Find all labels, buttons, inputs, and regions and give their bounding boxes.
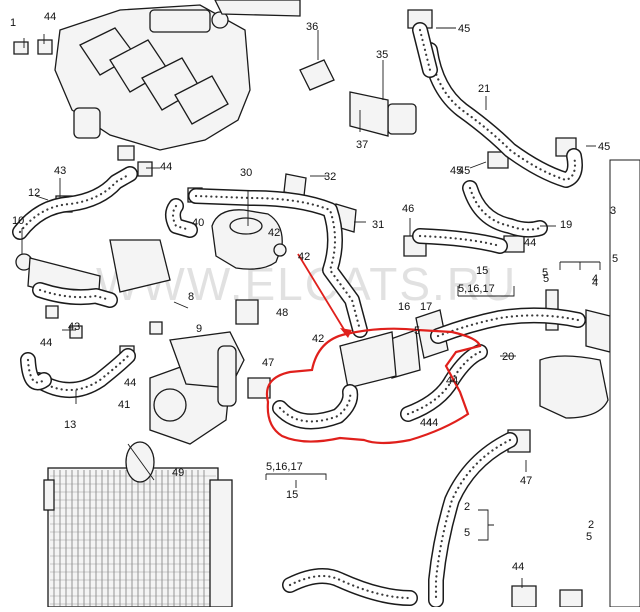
callout-number: 45 — [450, 165, 462, 177]
callout-number: 47 — [262, 357, 274, 369]
callout-number: 46 — [402, 203, 414, 215]
callout-number: 4 — [592, 277, 598, 289]
hose-2 — [428, 432, 518, 608]
callout-number: 13 — [64, 419, 76, 431]
callout-number: 44 — [524, 237, 536, 249]
callout-number: 35 — [376, 49, 388, 61]
coolant-hoses — [12, 22, 586, 608]
callout-number: 48 — [276, 307, 288, 319]
callout-number: 5 — [414, 325, 420, 337]
hose-19b — [412, 228, 508, 254]
callout-number: 44 — [44, 11, 56, 23]
callout-number: 43 — [54, 165, 66, 177]
hose-10 — [32, 282, 118, 308]
callout-number: 44 — [420, 417, 432, 429]
callout-number: 49 — [172, 467, 184, 479]
engine-block — [54, 0, 301, 151]
callout-number: 21 — [478, 83, 490, 95]
callout-number: 2 — [464, 501, 470, 513]
callout-number: 47 — [520, 475, 532, 487]
callout-number: 1 — [10, 17, 16, 29]
hose-clamp — [125, 441, 155, 483]
hose-20 — [430, 307, 586, 344]
callout-number: 42 — [312, 333, 324, 345]
callout-number: 44 — [446, 375, 458, 387]
callout-number: 15 — [286, 489, 298, 501]
hose-12 — [12, 166, 138, 240]
callout-number: 3 — [610, 205, 616, 217]
callout-number: 4 — [592, 273, 598, 285]
callout-number: 40 — [192, 217, 204, 229]
callout-number: 42 — [268, 227, 280, 239]
callout-number: 5 — [542, 267, 548, 279]
hose-21 — [422, 42, 583, 188]
callout-number: 20 — [502, 351, 514, 363]
callout-number: 5 — [464, 527, 470, 539]
callout-number: 17 — [420, 301, 432, 313]
callout-number: 45 — [598, 141, 610, 153]
callout-number: 43 — [68, 321, 80, 333]
radiator — [43, 467, 233, 608]
callout-number: 12 — [28, 187, 40, 199]
hose-15-mid — [400, 344, 488, 422]
callout-number: 44 — [426, 417, 438, 429]
callout-number: 19 — [560, 219, 572, 231]
callout-number: 44 — [124, 377, 136, 389]
callout-number: 44 — [160, 161, 172, 173]
leader-lines — [21, 27, 601, 588]
callout-number: 32 — [324, 171, 336, 183]
hose-top-45 — [412, 22, 438, 78]
callout-number: 8 — [188, 291, 194, 303]
hose-15-left — [272, 384, 359, 430]
callout-number: 42 — [298, 251, 310, 263]
callout-number: 5,16,17 — [458, 283, 495, 295]
callout-number: 45 — [458, 23, 470, 35]
callout-number: 37 — [356, 139, 368, 151]
hose-19 — [462, 180, 548, 238]
callout-number: 30 — [240, 167, 252, 179]
callout-number: 45 — [458, 165, 470, 177]
callout-number: 5 — [586, 531, 592, 543]
callout-number: 2 — [588, 519, 594, 531]
hose-13b — [20, 352, 52, 391]
hose-13 — [30, 348, 136, 398]
side-bar — [609, 159, 640, 608]
callout-number: 41 — [118, 399, 130, 411]
callout-number: 9 — [196, 323, 202, 335]
callout-number: 36 — [306, 21, 318, 33]
callout-number: 44 — [40, 337, 52, 349]
callout-number: 5,16,17 — [266, 461, 303, 473]
callout-number: 15 — [476, 265, 488, 277]
hose-30 — [188, 188, 368, 338]
callout-number: 31 — [372, 219, 384, 231]
callout-number: 16 — [398, 301, 410, 313]
red-highlight — [265, 253, 482, 445]
hose-bottom — [282, 568, 418, 606]
hose-9 — [165, 198, 198, 238]
callout-number: 5 — [612, 253, 618, 265]
callout-number: 10 — [12, 215, 24, 227]
expansion-tank — [211, 209, 287, 270]
callout-number: 5 — [543, 273, 549, 285]
callout-number: 44 — [512, 561, 524, 573]
